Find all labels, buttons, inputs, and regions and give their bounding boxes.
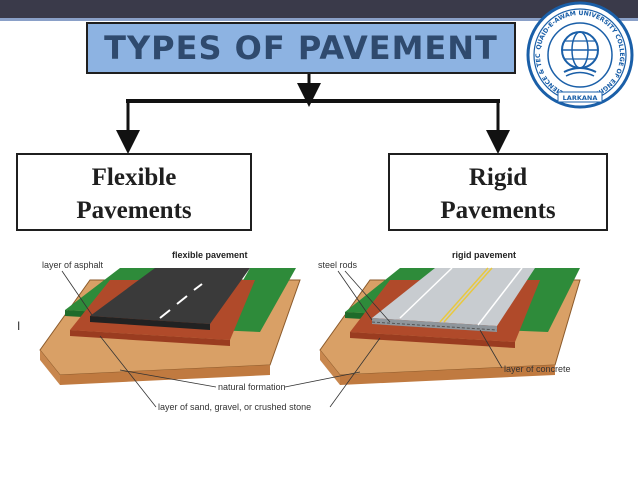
flexible-pavement-title: flexible pavement bbox=[172, 250, 248, 260]
page-title: TYPES OF PAVEMENT bbox=[104, 29, 498, 67]
logo-bottom-text: LARKANA bbox=[563, 94, 598, 102]
flexible-line2: Pavements bbox=[76, 197, 192, 224]
rigid-line1: Rigid bbox=[468, 164, 528, 191]
connector-arrows bbox=[116, 74, 510, 154]
university-logo: QUAID-E-AWAM UNIVERSITY COLLEGE OF ENGIN… bbox=[524, 0, 634, 109]
pavement-illustration: flexible pavement rigid pavement layer o… bbox=[39, 250, 581, 412]
label-layer-of-concrete: layer of concrete bbox=[504, 364, 571, 374]
flexible-line1: Flexible bbox=[91, 164, 177, 191]
label-layer-of-asphalt: layer of asphalt bbox=[42, 260, 104, 270]
label-natural-formation: natural formation bbox=[218, 382, 286, 392]
title-box: TYPES OF PAVEMENT bbox=[86, 22, 516, 74]
flexible-pavements-box: Flexible Pavements bbox=[16, 153, 252, 231]
globe-icon bbox=[561, 31, 599, 77]
rigid-pavements-box: Rigid Pavements bbox=[388, 153, 608, 231]
stray-mark: I bbox=[17, 319, 21, 333]
label-base-layer: layer of sand, gravel, or crushed stone bbox=[158, 402, 311, 412]
rigid-line2: Pavements bbox=[440, 197, 556, 224]
rigid-pavement-drawing bbox=[319, 267, 581, 385]
label-steel-rods: steel rods bbox=[318, 260, 358, 270]
top-bar-accent bbox=[0, 18, 638, 21]
top-bar bbox=[0, 0, 638, 18]
rigid-pavement-title: rigid pavement bbox=[452, 250, 516, 260]
flexible-pavement-drawing bbox=[39, 268, 301, 385]
